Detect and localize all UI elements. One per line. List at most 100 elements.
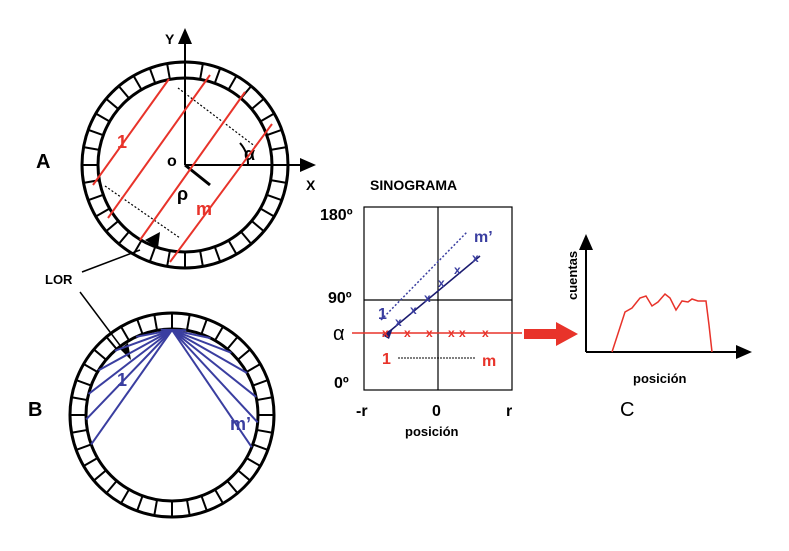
ring-b-detector-divider [120, 326, 130, 342]
ring-b-detector-divider [153, 499, 159, 516]
fan-lor-line [171, 329, 232, 354]
panel-c-label: C [620, 399, 634, 421]
line-m-label-a: m [196, 199, 212, 219]
ring-b-detector-divider [214, 326, 224, 342]
fan-lor-line [171, 329, 211, 340]
fan-lines [85, 328, 259, 448]
ring-a-detector-divider [251, 220, 265, 232]
ring-b-detector-divider [237, 469, 251, 482]
ring-b-detector-divider [226, 480, 239, 494]
ring-a-detector-divider [199, 63, 204, 80]
sinogram-title: SINOGRAMA [370, 177, 457, 193]
ring-a-detector-divider [132, 75, 143, 91]
ring-b-detector-divider [75, 443, 92, 451]
x-axis-label: X [306, 177, 316, 193]
ring-b-detector-divider [226, 336, 239, 350]
ring-b-detector-divider [93, 469, 107, 482]
fan-lor-line [171, 329, 259, 424]
sinogram-x-marker: x [424, 291, 431, 305]
red-lor-line-4 [169, 123, 273, 263]
sinogram-x-marker: x [454, 263, 461, 277]
tick-zero: 0 [432, 403, 441, 420]
ring-a-detector-divider [259, 112, 275, 123]
red-block-arrow [524, 322, 578, 346]
sinogram-x-marker: x [448, 326, 455, 340]
fan-lor-line [171, 329, 248, 374]
tick-r: r [506, 403, 512, 420]
ring-a-detector-divider [266, 128, 283, 137]
x-axis-arrowhead [300, 158, 316, 172]
lor-arrow-to-b [79, 291, 126, 353]
sinogram-label-m: m [482, 353, 496, 370]
lor-label: LOR [45, 272, 73, 287]
ring-a-detector-divider [270, 146, 287, 151]
sinogram-x-marker: x [459, 326, 466, 340]
ring-a-detector-divider [148, 67, 157, 84]
tick-0: 0º [334, 375, 349, 392]
ring-b-detector-divider [83, 363, 99, 373]
ring-b-detector-divider [71, 396, 88, 402]
sinogram-x-marker: x [482, 326, 489, 340]
ring-a-detector-divider [240, 231, 252, 245]
sinogram-xlabel: posición [405, 424, 459, 439]
ring-a-detector-divider [148, 246, 157, 263]
ring-a-detector-divider [227, 75, 238, 91]
ring-a-detector-divider [87, 193, 104, 202]
ring-b-detector-divider [252, 379, 269, 387]
ring-a-detector-divider [213, 67, 222, 84]
fan-lor-line [171, 329, 253, 448]
ring-b-detector-divider [200, 495, 208, 512]
sinogram-label-m-prime: m’ [474, 229, 493, 246]
ring-a-detector-divider [227, 239, 238, 255]
profile-curve [611, 292, 713, 353]
sinogram-blue-dotted-line [380, 231, 468, 321]
ring-b-detector-divider [237, 348, 251, 361]
fan-lor-line [171, 329, 257, 398]
ring-b-detector-divider [93, 348, 107, 361]
profile-ylabel: cuentas [565, 251, 580, 300]
ring-a-detector-divider [259, 207, 275, 218]
ring-b [68, 311, 276, 519]
ring-b-detector-divider [105, 480, 118, 494]
ring-a-detector-divider [95, 207, 111, 218]
red-lor-line-3 [139, 91, 246, 241]
ring-a-detector-divider [166, 63, 171, 80]
ring-b-detector-divider [252, 443, 269, 451]
sinogram-x-marker: x [426, 326, 433, 340]
sinogram-x-marker: x [472, 251, 479, 265]
panel-b-label: B [28, 399, 42, 421]
origin-label: o [167, 153, 177, 170]
sinogram-x-marker: x [395, 315, 402, 329]
dotted-perpendicular-lower [104, 185, 181, 239]
ring-b-detector-divider [256, 428, 273, 434]
sinogram-diagonal-start-marker [382, 328, 393, 339]
ring-a-detector-divider [105, 220, 119, 232]
ring-a-detector-divider [87, 128, 104, 137]
sinogram-x-marker: x [382, 326, 389, 340]
fan-lor-line [85, 329, 173, 421]
ring-b-detector-divider [75, 379, 92, 387]
ring-a-detector-divider [251, 98, 265, 110]
ring-a-detector-divider [166, 250, 171, 267]
profile-y-arrowhead [579, 234, 593, 250]
line-1-label-b: 1 [117, 370, 127, 390]
alpha-arc [239, 142, 250, 166]
red-lor-line-2 [107, 74, 211, 219]
rho-label: ρ [177, 184, 188, 204]
tick-90: 90º [328, 290, 352, 307]
profile-xlabel: posición [633, 371, 687, 386]
ring-b-detector-divider [153, 314, 159, 331]
red-lor-line-1 [92, 78, 170, 186]
ring-b-detector-divider [83, 457, 99, 467]
fan-lor-line [88, 329, 173, 395]
profile-x-arrowhead [736, 345, 752, 359]
sinogram-blue-solid-line [383, 255, 481, 337]
ring-a-detector-divider [270, 179, 287, 184]
ring-a-detector-divider [266, 193, 283, 202]
sinogram-x-marker: x [404, 326, 411, 340]
ring-a-detector-divider [95, 112, 111, 123]
ring-a-detector-divider [118, 231, 130, 245]
fan-lor-line [97, 329, 173, 372]
